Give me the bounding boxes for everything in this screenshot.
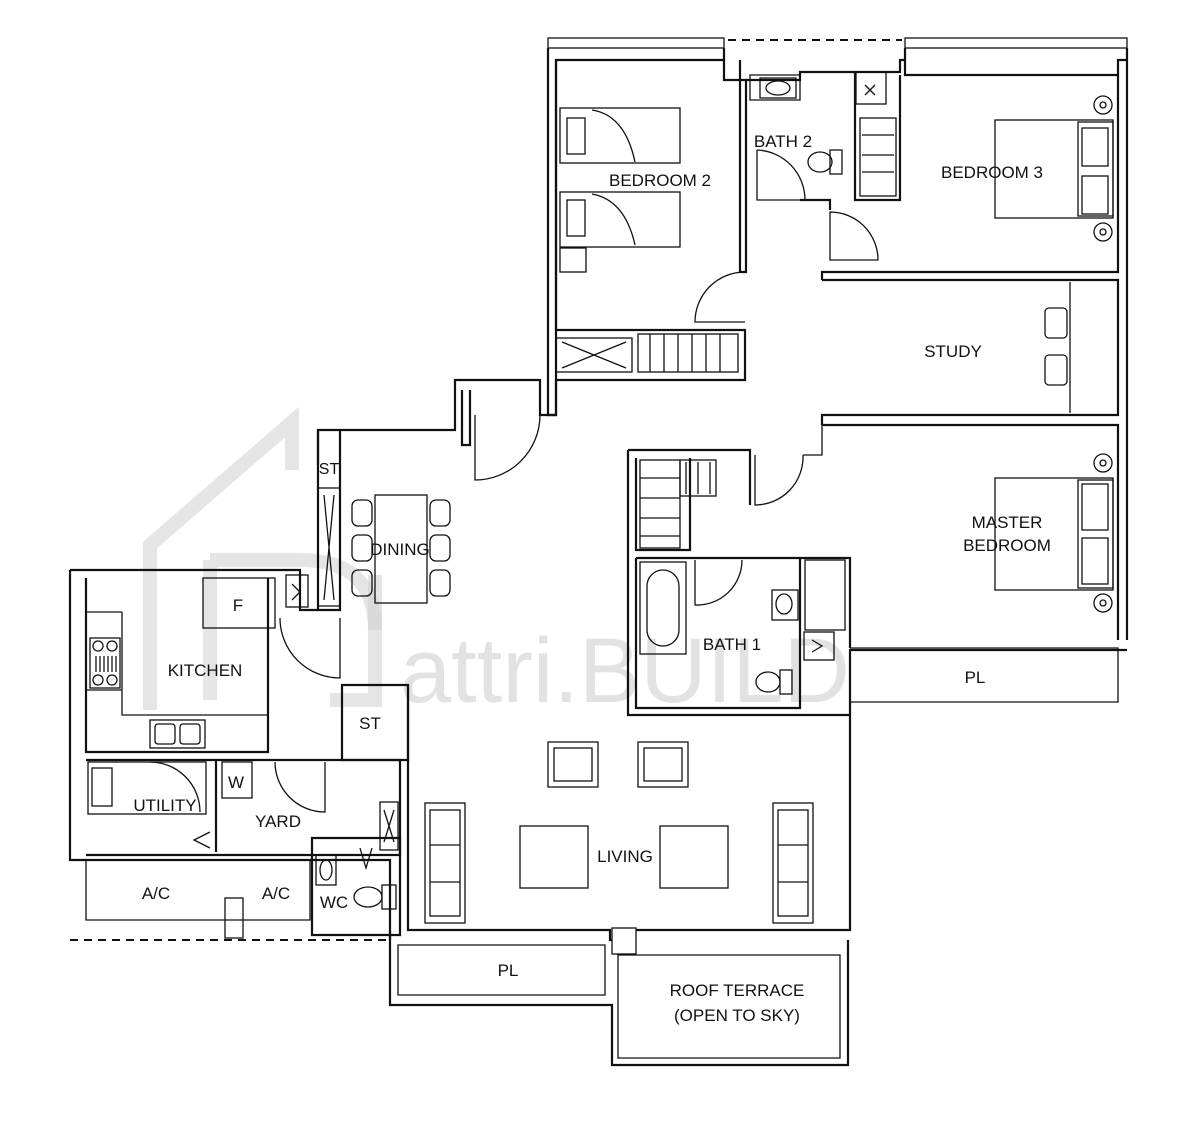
label-ac-right: A/C	[262, 884, 290, 903]
watermark: attri.BUILD	[143, 406, 850, 722]
room-labels: BEDROOM 2 BATH 2 BEDROOM 3 STUDY MASTER …	[133, 132, 1051, 1025]
label-study: STUDY	[924, 342, 982, 361]
furniture	[89, 71, 1114, 924]
label-yard: YARD	[255, 812, 301, 831]
walls	[68, 37, 1129, 1067]
label-st-top: ST	[319, 461, 340, 478]
label-utility: UTILITY	[133, 796, 196, 815]
label-bath-2: BATH 2	[754, 132, 812, 151]
label-master-line1: MASTER	[972, 513, 1043, 532]
label-roof-terrace-line2: (OPEN TO SKY)	[674, 1006, 800, 1025]
label-living: LIVING	[597, 847, 653, 866]
label-bath-1: BATH 1	[703, 635, 761, 654]
label-pl-right: PL	[965, 668, 986, 687]
label-bedroom-2: BEDROOM 2	[609, 171, 711, 190]
watermark-text: attri.BUILD	[400, 620, 850, 722]
label-pl-bottom: PL	[498, 961, 519, 980]
label-w: W	[228, 773, 244, 792]
label-ac-left: A/C	[142, 884, 170, 903]
label-fridge: F	[233, 596, 243, 615]
label-bedroom-3: BEDROOM 3	[941, 163, 1043, 182]
label-dining: DINING	[370, 540, 430, 559]
label-roof-terrace-line1: ROOF TERRACE	[670, 981, 805, 1000]
doors	[149, 149, 879, 813]
label-st-mid: ST	[359, 714, 381, 733]
label-wc: WC	[320, 893, 348, 912]
label-kitchen: KITCHEN	[168, 661, 243, 680]
label-master-line2: BEDROOM	[963, 536, 1051, 555]
